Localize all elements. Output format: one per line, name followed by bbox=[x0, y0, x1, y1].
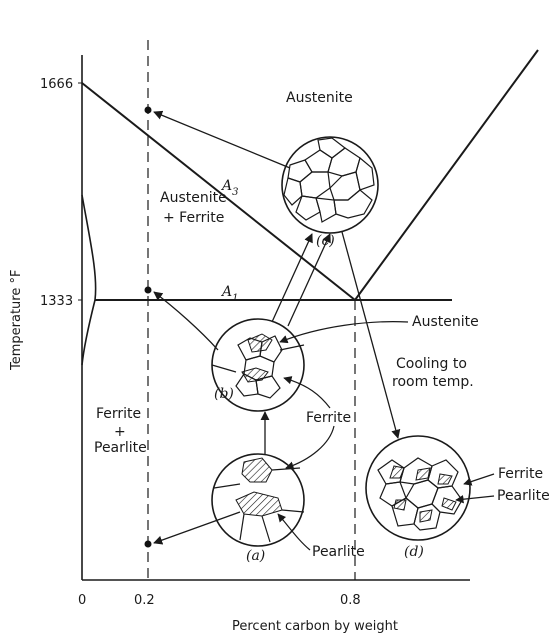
x-tick-0.8: 0.8 bbox=[340, 593, 361, 608]
micrograph-a bbox=[212, 454, 304, 546]
region-ferrite-pearlite-1: Ferrite bbox=[96, 406, 141, 422]
region-austenite-ferrite-1: Austenite bbox=[160, 190, 227, 206]
x-tick-0: 0 bbox=[78, 593, 86, 608]
y-tick-1666: 1666 bbox=[40, 77, 73, 92]
arrow-a-to-point bbox=[154, 512, 240, 543]
leader-pearlite-a bbox=[278, 514, 310, 550]
micrograph-c-label: (c) bbox=[316, 233, 335, 249]
micrograph-a-label: (a) bbox=[246, 548, 265, 564]
leader-austenite bbox=[280, 322, 408, 342]
region-austenite-ferrite-2: + Ferrite bbox=[163, 210, 224, 226]
x-tick-0.2: 0.2 bbox=[134, 593, 155, 608]
arrow-c-to-point bbox=[154, 112, 290, 168]
arrow-b-to-c bbox=[272, 234, 312, 322]
x-axis-label: Percent carbon by weight bbox=[232, 619, 398, 634]
point-austenite bbox=[145, 107, 152, 114]
region-ferrite-pearlite-2: + bbox=[114, 424, 126, 440]
point-a1 bbox=[145, 287, 152, 294]
callout-austenite: Austenite bbox=[412, 314, 479, 330]
callout-ferrite-d: Ferrite bbox=[498, 466, 543, 482]
acm-line bbox=[355, 50, 538, 300]
leader-pearlite-d bbox=[456, 496, 494, 500]
callout-cooling-2: room temp. bbox=[392, 374, 474, 390]
micrograph-c bbox=[282, 137, 378, 233]
arrow-c-to-d bbox=[342, 232, 398, 438]
leader-ferrite-b-2 bbox=[286, 426, 334, 468]
arrow-b-to-a1 bbox=[288, 234, 330, 326]
callout-cooling-1: Cooling to bbox=[396, 356, 467, 372]
callout-pearlite-d: Pearlite bbox=[497, 488, 550, 504]
callout-ferrite-b: Ferrite bbox=[306, 410, 351, 426]
leader-ferrite-b bbox=[284, 378, 330, 408]
point-room-temp bbox=[145, 541, 152, 548]
ferrite-boundary-curve bbox=[82, 195, 96, 365]
region-ferrite-pearlite-3: Pearlite bbox=[94, 440, 147, 456]
micrograph-d bbox=[366, 436, 470, 540]
micrograph-b-label: (b) bbox=[214, 386, 234, 402]
y-axis-label: Temperature °F bbox=[9, 270, 24, 371]
region-austenite: Austenite bbox=[286, 90, 353, 106]
y-tick-1333: 1333 bbox=[40, 294, 73, 309]
callout-pearlite-a: Pearlite bbox=[312, 544, 365, 560]
micrograph-d-label: (d) bbox=[404, 544, 424, 560]
